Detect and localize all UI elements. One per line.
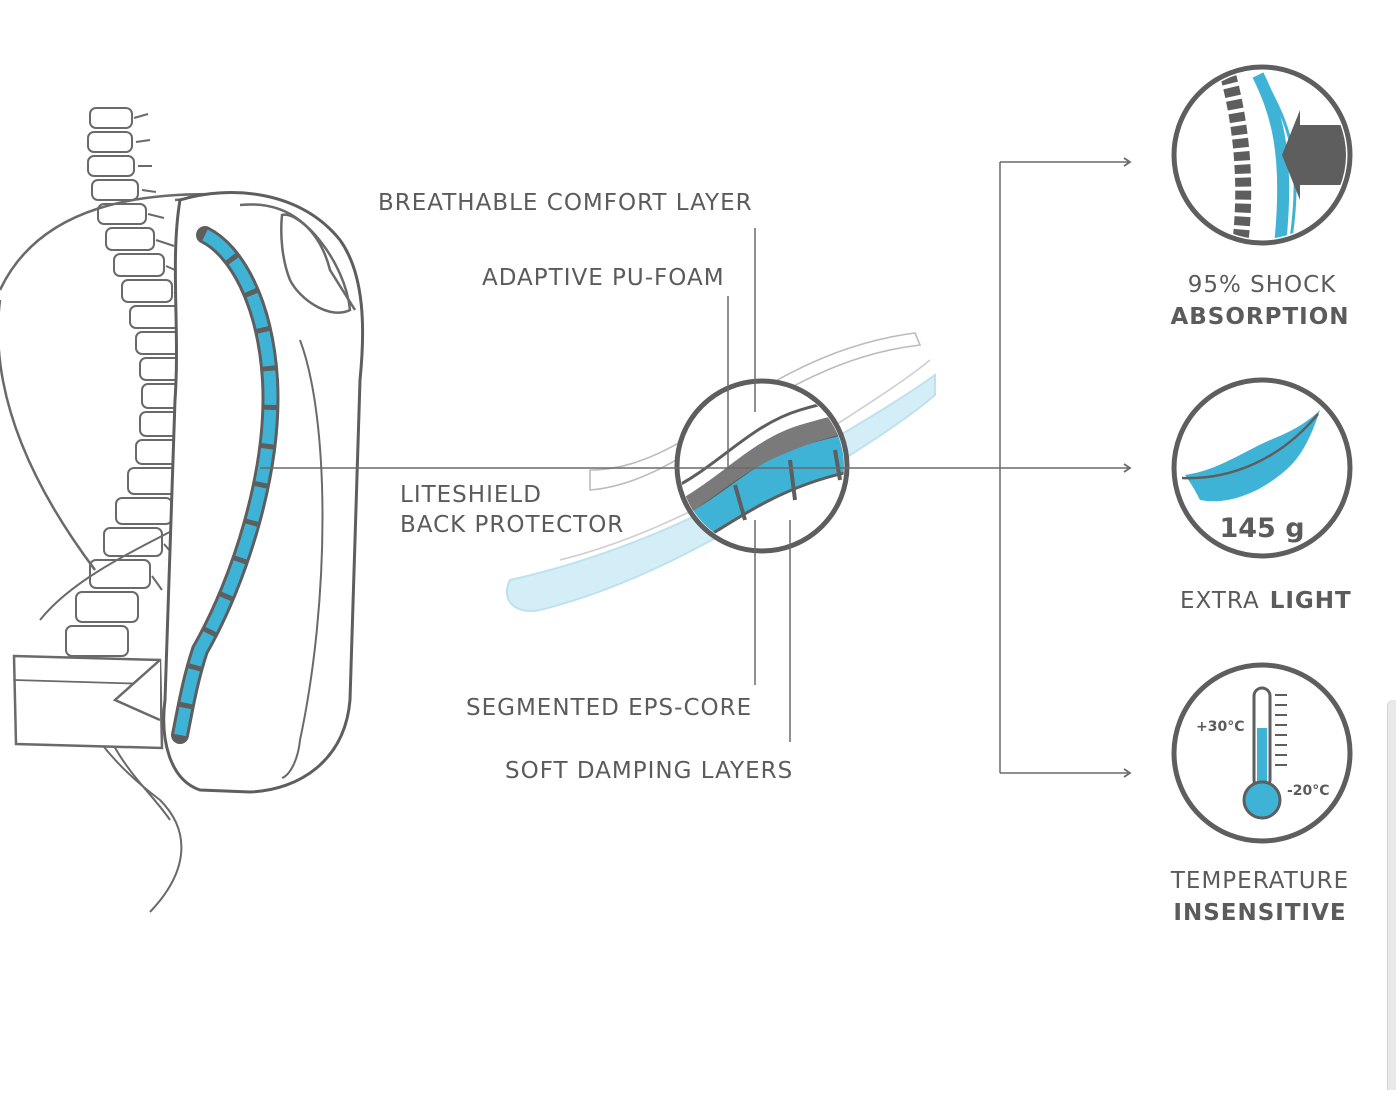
leader-lines: [727, 228, 791, 742]
thermometer-icon: +30°C -20°C: [1196, 686, 1330, 820]
spine-shock-icon: [1220, 72, 1346, 239]
feather-icon: [1181, 410, 1320, 502]
label-liteshield: LITESHIELD: [400, 482, 542, 508]
feature-shock-line2: ABSORPTION: [1170, 304, 1349, 330]
feature-weight-value: 145 g: [1219, 513, 1304, 544]
feature-temperature: +30°C -20°C TEMPERATURE INSENSITIVE: [1170, 662, 1353, 926]
temp-high-label: +30°C: [1196, 719, 1245, 735]
waist-strap: [12, 654, 164, 750]
label-back-protector: BACK PROTECTOR: [400, 512, 624, 538]
layer-illustration: BREATHABLE COMFORT LAYER ADAPTIVE PU-FOA…: [260, 190, 1130, 784]
label-soft-damping-layers: SOFT DAMPING LAYERS: [505, 758, 793, 784]
feature-bracket: [999, 157, 1132, 778]
feature-shock-line1: 95% SHOCK: [1188, 272, 1337, 298]
feature-temp-line2: INSENSITIVE: [1173, 900, 1346, 926]
temp-low-label: -20°C: [1287, 783, 1330, 799]
label-segmented-eps-core: SEGMENTED EPS-CORE: [466, 695, 752, 721]
feature-temp-line1: TEMPERATURE: [1170, 868, 1349, 894]
feature-shock-absorption: 95% SHOCK ABSORPTION: [1170, 64, 1353, 330]
label-breathable-comfort-layer: BREATHABLE COMFORT LAYER: [378, 190, 753, 216]
scrollbar[interactable]: [1387, 700, 1396, 1090]
spine-illustration: [0, 107, 365, 913]
label-adaptive-pu-foam: ADAPTIVE PU-FOAM: [482, 265, 725, 291]
eps-core-segments: [171, 226, 280, 744]
